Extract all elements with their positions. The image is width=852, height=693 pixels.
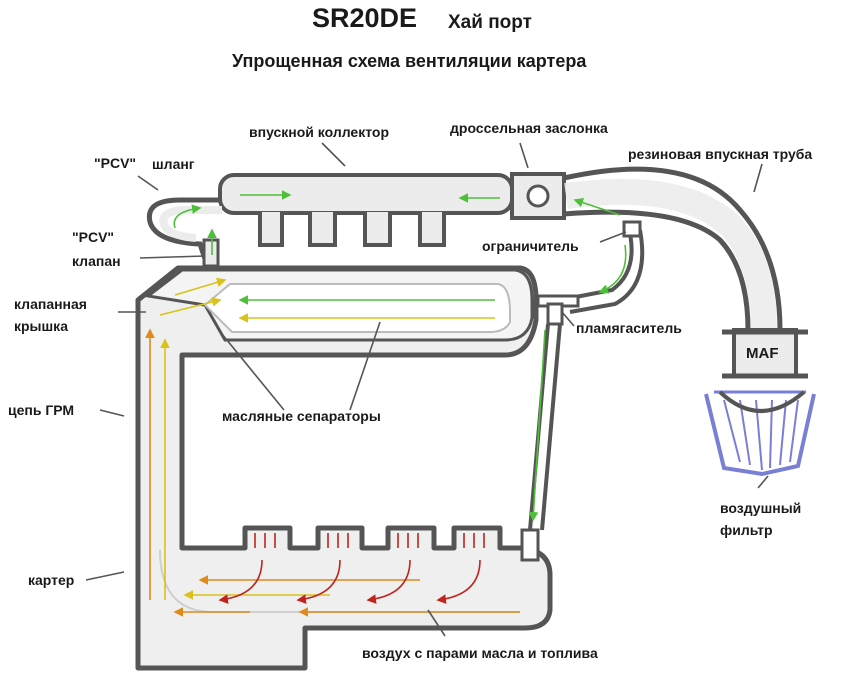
label-pcv-hose-word: шланг <box>152 156 195 172</box>
label-flame-arrestor: пламягаситель <box>576 320 682 336</box>
label-pcv-valve-q: "PCV" <box>72 229 115 245</box>
leader-lines <box>85 142 769 637</box>
separator-chamber <box>203 283 511 333</box>
pcv-valve <box>202 238 220 268</box>
label-timing-chain: цепь ГРМ <box>8 402 75 418</box>
pcv-hose <box>146 197 222 263</box>
air-filter <box>704 393 816 477</box>
label-restrictor: ограничитель <box>482 238 579 254</box>
fresh-air-hose <box>559 224 634 302</box>
diagram-title-side: Хай порт <box>448 12 532 33</box>
label-intake-manifold: впускной коллектор <box>249 124 389 140</box>
diagram-title: SR20DE <box>312 3 418 33</box>
throttle-plate <box>526 184 550 208</box>
intake-manifold-plenum <box>218 173 514 215</box>
restrictor <box>622 220 642 238</box>
label-crankcase: картер <box>28 572 75 588</box>
label-air-filter-2: фильтр <box>720 522 773 538</box>
label-air-filter-1: воздушный <box>720 500 802 516</box>
label-pcv-hose-q: "PCV" <box>94 155 137 171</box>
engine-block <box>135 265 553 671</box>
label-blowby: воздух с парами масла и топлива <box>362 645 598 661</box>
label-pcv-valve-word: клапан <box>72 253 121 269</box>
label-maf: MAF <box>746 345 779 362</box>
diagram-subtitle: Упрощенная схема вентиляции картера <box>232 51 587 71</box>
flow-arrows <box>145 190 627 617</box>
label-valve-cover-2: крышка <box>14 318 68 334</box>
label-rubber-intake-pipe: резиновая впускная труба <box>628 146 813 162</box>
label-throttle: дроссельная заслонка <box>450 120 608 136</box>
label-valve-cover-1: клапанная <box>14 296 87 312</box>
maf-sensor <box>732 328 798 378</box>
label-oil-separators: масляные сепараторы <box>222 408 381 424</box>
intake-runners <box>258 212 446 247</box>
